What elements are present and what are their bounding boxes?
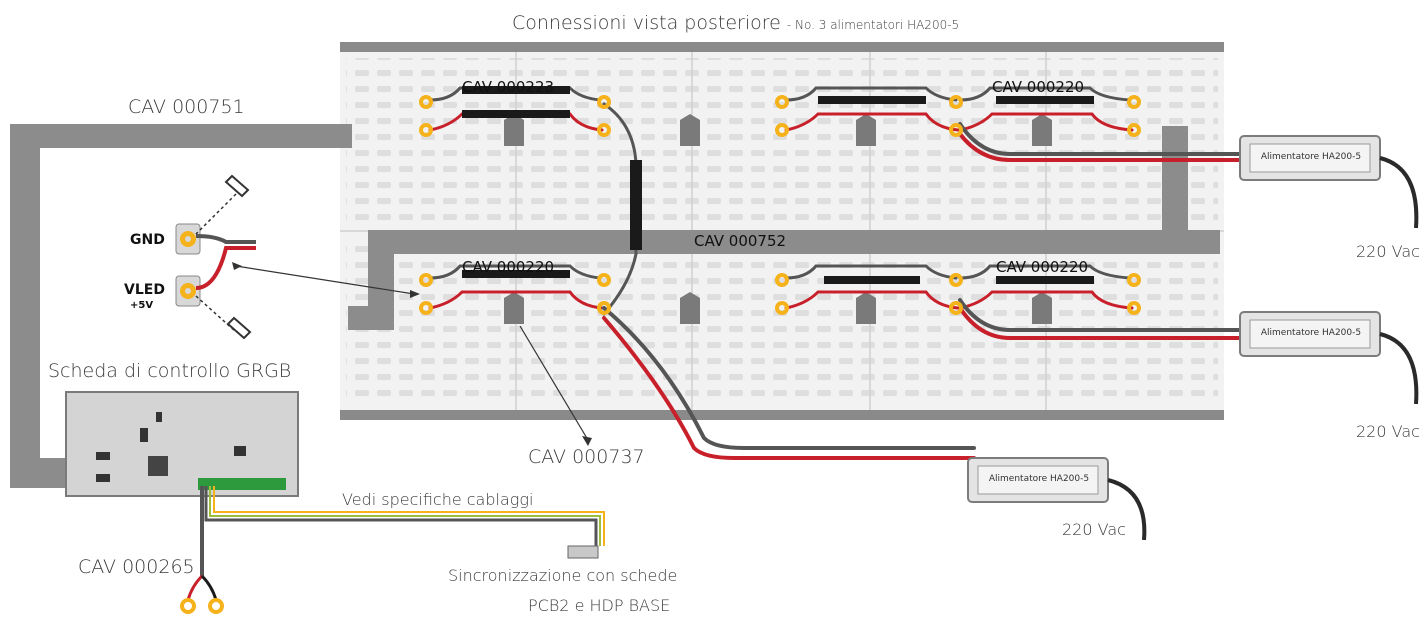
psu-3-mains: 220 Vac bbox=[1062, 520, 1126, 539]
sync-label-line1: Sincronizzazione con schede bbox=[448, 566, 678, 585]
terminal-detail bbox=[175, 174, 420, 340]
cable-label-000220-top: CAV 000220 bbox=[992, 78, 1085, 96]
diagram-title: Connessioni vista posteriore - No. 3 ali… bbox=[512, 12, 959, 34]
gnd-label: GND bbox=[130, 232, 165, 248]
psu-1-label: Alimentatore HA200-5 bbox=[1260, 152, 1362, 162]
cable-label-000265: CAV 000265 bbox=[78, 556, 195, 578]
cable-duct bbox=[10, 124, 1220, 488]
callout-cav-000737 bbox=[519, 325, 592, 446]
cable-label-000752: CAV 000752 bbox=[694, 232, 787, 250]
power-supply-1 bbox=[1239, 135, 1419, 229]
control-board bbox=[65, 391, 299, 497]
power-supply-2 bbox=[1239, 311, 1419, 405]
psu-2-mains: 220 Vac bbox=[1356, 422, 1420, 441]
psu-1-mains: 220 Vac bbox=[1356, 242, 1420, 261]
sync-wiring bbox=[180, 486, 605, 614]
cable-label-000223: CAV 000223 bbox=[462, 78, 555, 96]
sync-label-line2: PCB2 e HDP BASE bbox=[528, 596, 671, 615]
psu-3-label: Alimentatore HA200-5 bbox=[988, 474, 1090, 484]
cable-label-000220-mid-right: CAV 000220 bbox=[996, 258, 1089, 276]
control-board-label: Scheda di controllo GRGB bbox=[48, 360, 292, 382]
cable-label-000737: CAV 000737 bbox=[528, 446, 645, 468]
power-supply-3 bbox=[967, 457, 1147, 541]
diagram-subtitle: - No. 3 alimentatori HA200-5 bbox=[786, 18, 960, 32]
diagram-title-main: Connessioni vista posteriore bbox=[512, 12, 781, 34]
ring-terminals bbox=[419, 95, 1141, 315]
vled-label: VLED bbox=[124, 282, 165, 298]
cable-label-000220-mid-left: CAV 000220 bbox=[462, 258, 555, 276]
wiring-specs-label: Vedi specifiche cablaggi bbox=[342, 490, 534, 509]
cable-label-000751: CAV 000751 bbox=[128, 96, 245, 118]
panel-wiring bbox=[428, 86, 1244, 460]
psu-2-label: Alimentatore HA200-5 bbox=[1260, 328, 1362, 338]
vled-voltage-label: +5V bbox=[130, 300, 154, 311]
